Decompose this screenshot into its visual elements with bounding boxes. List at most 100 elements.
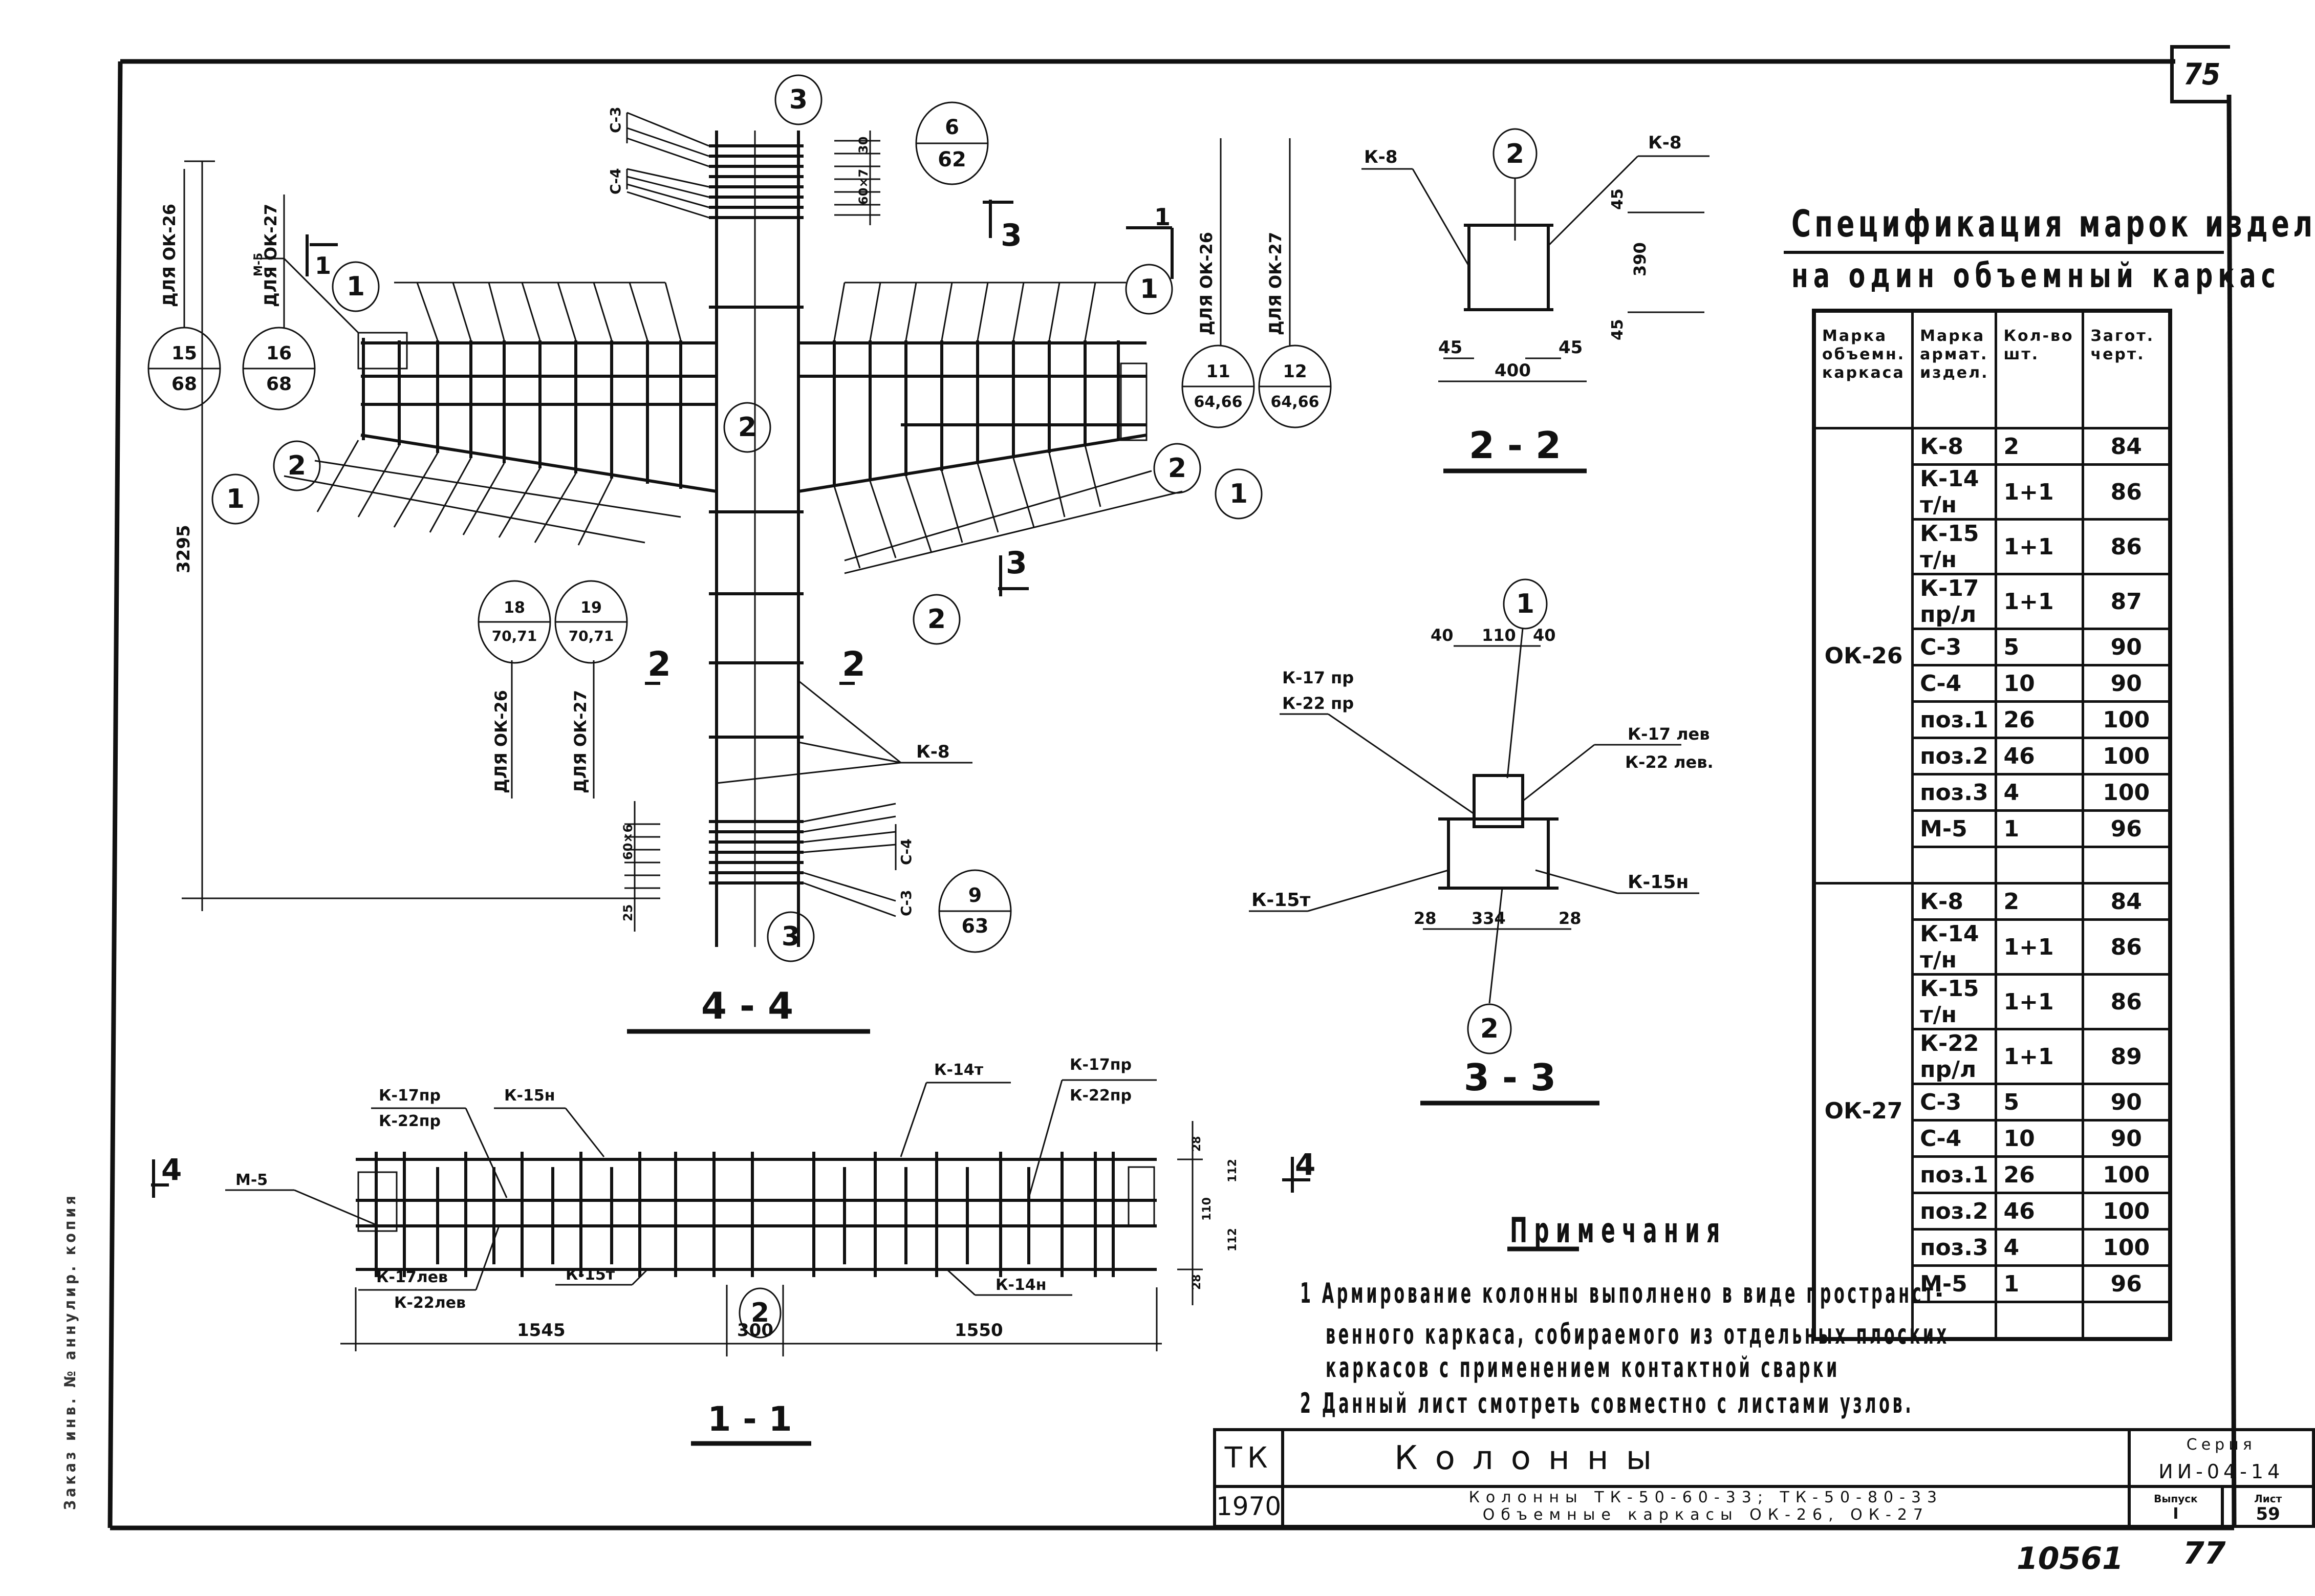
spec-cell-mark: С-3	[1911, 1083, 1998, 1121]
cut-mark-4-left: 4	[161, 1152, 182, 1187]
label-m5-4-4: М-5	[252, 253, 265, 276]
spec-title-divider	[1784, 251, 2224, 254]
dim-1-1-v112-bottom: 112	[1226, 1228, 1239, 1252]
label-for-ok27-bottom: ДЛЯ ОК-27	[571, 690, 590, 793]
dim-3-3-top-40-left: 40	[1431, 626, 1454, 645]
dim-1-1-1545: 1545	[517, 1320, 566, 1341]
tb-sheet-label: Лист	[2254, 1493, 2282, 1505]
spec-cell-mark: К-15 т/н	[1911, 973, 1998, 1030]
callout-2-left: 2	[288, 450, 306, 481]
spec-cell-drawing: 89	[2082, 1028, 2172, 1085]
spec-cell-qty: 26	[1995, 700, 2085, 739]
dim-bottom-25: 25	[621, 904, 635, 921]
dim-3295	[182, 160, 630, 911]
spec-cell-qty: 1+1	[1995, 518, 2085, 575]
spec-cell-qty: 4	[1995, 773, 2085, 812]
spec-cell-drawing: 87	[2082, 573, 2172, 630]
section-2-2	[1361, 128, 1710, 473]
dim-2-2-top-45: 45	[1609, 188, 1627, 210]
label-k17pr-3-3: К-17 пр	[1282, 668, 1354, 687]
notes-title: Примечания	[1510, 1211, 1727, 1251]
console-right	[798, 340, 1148, 493]
spec-cell-qty: 46	[1995, 737, 2085, 775]
callouts-4-4	[211, 74, 1263, 962]
spec-cell-drawing: 90	[2082, 664, 2172, 703]
label-k15t-1-1: К-15т	[566, 1266, 615, 1284]
node-ref-11-bottom: 64,66	[1194, 393, 1243, 411]
spec-cell-qty: 2	[1995, 427, 2085, 466]
node-ref-19-top: 19	[580, 599, 602, 617]
section-title-1-1: 1 - 1	[707, 1399, 792, 1439]
dim-1-1-300: 300	[737, 1320, 773, 1341]
spec-header-mark: Марка армат. издел.	[1911, 309, 1998, 429]
spec-cell-qty: 1+1	[1995, 1028, 2085, 1085]
tb-description-line1: Колонны ТК-50-60-33; ТК-50-80-33	[1468, 1489, 1943, 1506]
cut-mark-2-right: 2	[842, 644, 866, 684]
section-1-1	[151, 1079, 1310, 1446]
dim-3-3-bot-28-right: 28	[1559, 909, 1582, 928]
label-k15t-3-3: К-15т	[1251, 890, 1310, 911]
spec-cell-mark: поз.1	[1911, 700, 1998, 739]
spec-frame-mark: ОК-26	[1812, 427, 1914, 885]
note-line-3: каркасов с применением контактной сварки	[1326, 1351, 1840, 1384]
spec-subtitle: на один объемный каркас	[1791, 256, 2281, 295]
sheet-stamp: 77	[2183, 1536, 2226, 1571]
spec-cell-mark: М-5	[1911, 809, 1998, 848]
cut-mark-1-right: 1	[1154, 203, 1171, 231]
spec-cell-mark	[1911, 1301, 1998, 1341]
label-k8-4-4: К-8	[916, 742, 950, 762]
console-left	[357, 332, 717, 493]
tb-series-label: Серия	[2186, 1435, 2256, 1454]
spec-header-drawing: Загот. черт.	[2082, 309, 2172, 429]
spec-cell-drawing: 90	[2082, 628, 2172, 666]
note-line-4: 2 Данный лист смотреть совместно с листа…	[1300, 1387, 1914, 1419]
label-k15n-1-1: К-15н	[504, 1087, 555, 1105]
1-1-leaders	[225, 1079, 1203, 1356]
dim-2-2-width-400: 400	[1495, 360, 1531, 381]
cut-mark-4-right: 4	[1295, 1147, 1315, 1182]
node-ref-circles	[147, 101, 1332, 953]
label-c4-bottom: С-4	[898, 838, 915, 865]
spec-cell-qty: 1+1	[1995, 463, 2085, 521]
dim-3-3-bot-334: 334	[1472, 909, 1506, 928]
label-for-ok26-bottom: ДЛЯ ОК-26	[491, 690, 511, 793]
spec-header-frame: Марка объемн. каркаса	[1812, 309, 1914, 429]
cut-mark-3-top: 3	[1001, 218, 1022, 253]
spec-cell-qty: 1	[1995, 1264, 2085, 1303]
tb-description: Колонны ТК-50-60-33; ТК-50-80-33 Объемны…	[1281, 1485, 2131, 1528]
drawing-labels: 3 2 1 1 2 1 2 1 2 3 6 62 15 68 16 68 11 …	[160, 84, 1714, 1439]
leaders-pos1-pos2-bottom	[284, 440, 1183, 574]
archive-number: 10561	[2017, 1541, 2124, 1577]
spec-cell-mark: поз.3	[1911, 773, 1998, 812]
dim-1-1-v112-top: 112	[1226, 1159, 1239, 1182]
label-k14n-1-1: К-14н	[996, 1276, 1046, 1294]
dim-2-2-right-45: 45	[1559, 337, 1583, 358]
callout-1-right-top: 1	[1140, 274, 1158, 305]
spec-cell-qty: 1	[1995, 809, 2085, 848]
cut-mark-3-bottom: 3	[1006, 545, 1027, 581]
tb-year: 1970	[1213, 1485, 1285, 1528]
label-k17lev-1-1: К-17лев	[376, 1268, 448, 1286]
sheet-frame	[107, 59, 2237, 1530]
tb-description-line2: Объемные каркасы ОК-26, ОК-27	[1482, 1506, 1930, 1524]
spec-cell-mark: поз.3	[1911, 1228, 1998, 1267]
label-k15n-3-3: К-15н	[1628, 872, 1689, 893]
node-ref-18-bottom: 70,71	[492, 628, 537, 644]
spec-cell-mark: К-14 т/н	[1911, 918, 1998, 976]
note-line-2: венного каркаса, собираемого из отдельны…	[1326, 1318, 1950, 1350]
section-3-3	[1249, 578, 1699, 1106]
label-k22pr-left-1-1: К-22пр	[379, 1112, 441, 1130]
note-line-1: 1 Армирование колонны выполнено в виде п…	[1300, 1277, 1945, 1309]
dim-3-3-top-40-right: 40	[1533, 626, 1556, 645]
node-ref-9-bottom: 63	[962, 915, 989, 937]
section-title-2-2: 2 - 2	[1469, 424, 1561, 467]
callout-2-section-2-2: 2	[1506, 139, 1524, 169]
